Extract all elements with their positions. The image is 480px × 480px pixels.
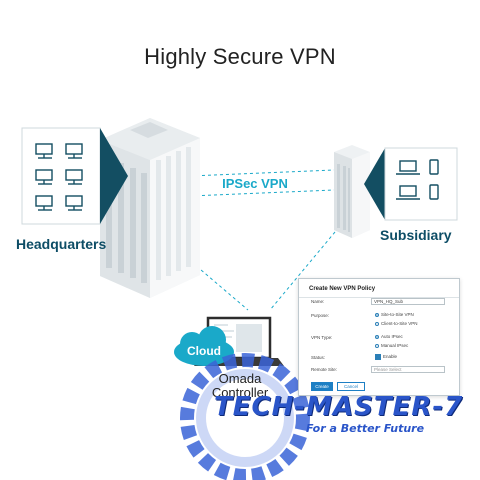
vpn-type-option-auto[interactable]: Auto IPsec [375, 334, 403, 339]
radio-icon [375, 343, 379, 348]
remote-site-select[interactable]: Please Select [371, 366, 445, 373]
cloud-icon [174, 326, 234, 366]
remote-site-label: Remote Site: [311, 367, 338, 372]
radio-selected-icon [375, 334, 379, 339]
create-vpn-policy-panel: Create New VPN Policy Name: VPN_HQ_Sub P… [298, 278, 460, 396]
cloud-label: Cloud [187, 344, 221, 358]
panel-divider [299, 297, 459, 298]
watermark-gear-icon [180, 353, 310, 480]
radio-selected-icon [375, 312, 379, 317]
subsidiary-building-icon [334, 145, 370, 238]
purpose-option-client-to-site[interactable]: Client-to-Site VPN [375, 321, 418, 326]
panel-title: Create New VPN Policy [309, 286, 376, 292]
purpose-label: Purpose: [311, 313, 330, 318]
name-label: Name: [311, 299, 325, 304]
purpose-option-site-to-site[interactable]: Site-to-Site VPN [375, 312, 414, 317]
cancel-button[interactable]: Cancel [337, 382, 365, 391]
watermark-brand: TECH-MASTER-7 [214, 392, 464, 422]
subsidiary-label: Subsidiary [380, 227, 452, 243]
checkbox-checked-icon [375, 354, 381, 360]
name-field[interactable]: VPN_HQ_Sub [371, 298, 445, 305]
headquarters-label: Headquarters [16, 236, 107, 252]
page-title: Highly Secure VPN [144, 44, 336, 69]
radio-icon [375, 321, 379, 326]
create-button[interactable]: Create [311, 382, 333, 391]
watermark-tagline: For a Better Future [306, 422, 425, 435]
vpn-type-option-manual[interactable]: Manual IPsec [375, 343, 408, 348]
omada-controller-label: Omada Controller [211, 371, 269, 400]
vpn-type-label: VPN Type: [311, 335, 333, 340]
headquarters-building-icon [100, 118, 200, 298]
status-label: Status: [311, 355, 326, 360]
subsidiary-devices-callout [364, 147, 458, 221]
ipsec-vpn-label: IPSec VPN [210, 176, 300, 191]
headquarters-devices-callout [21, 127, 128, 225]
status-enable-checkbox[interactable]: Enable [375, 354, 397, 360]
